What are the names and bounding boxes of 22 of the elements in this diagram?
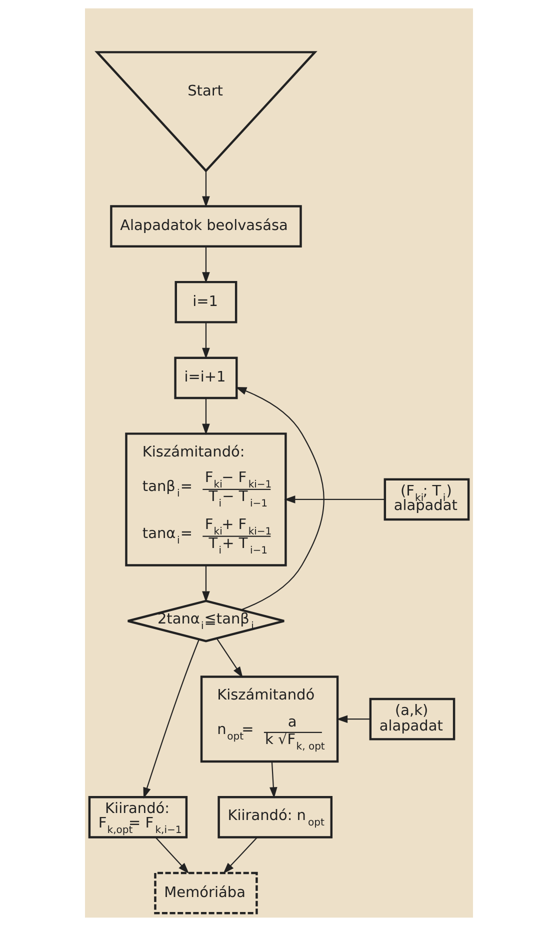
node-box: (a,k) alapadat bbox=[368, 698, 455, 740]
arrow bbox=[202, 322, 210, 360]
arrow bbox=[284, 496, 384, 504]
arrow bbox=[202, 565, 210, 602]
arrow bbox=[142, 640, 199, 799]
arrow bbox=[202, 246, 210, 284]
arrow bbox=[269, 762, 277, 798]
node-box: Memóriába bbox=[154, 872, 258, 914]
node-box: (F$_{ki}$; T$_{i}$) alapadat bbox=[383, 478, 470, 521]
node-box: Kiirandó: F$_{k,opt}$= F$_{k,i−1}$ bbox=[88, 796, 188, 838]
arrow bbox=[202, 398, 210, 435]
node-box: Kiirandó: n$_{opt}$ bbox=[217, 796, 332, 838]
arrow bbox=[336, 715, 370, 724]
node-box: Kiszámitandó: tanβ$_{i}$= F$_{ki}$− F$_{ki−1}$ T$_{i}$− T$_{i−1}$ tanα$_{i}$= F$_{ki}$+ F$_{ki−1}$ T$_{i}$+ T$_{i−1}$ bbox=[124, 432, 286, 566]
arrow bbox=[202, 170, 210, 208]
arrow bbox=[222, 837, 257, 874]
arrow bbox=[216, 638, 242, 678]
node-box: i=i+1 bbox=[174, 356, 238, 400]
node-box: i=1 bbox=[174, 280, 237, 324]
node-box: Alapadatok beolvasása bbox=[110, 205, 302, 248]
arrow bbox=[234, 386, 324, 610]
arrow bbox=[154, 837, 189, 874]
